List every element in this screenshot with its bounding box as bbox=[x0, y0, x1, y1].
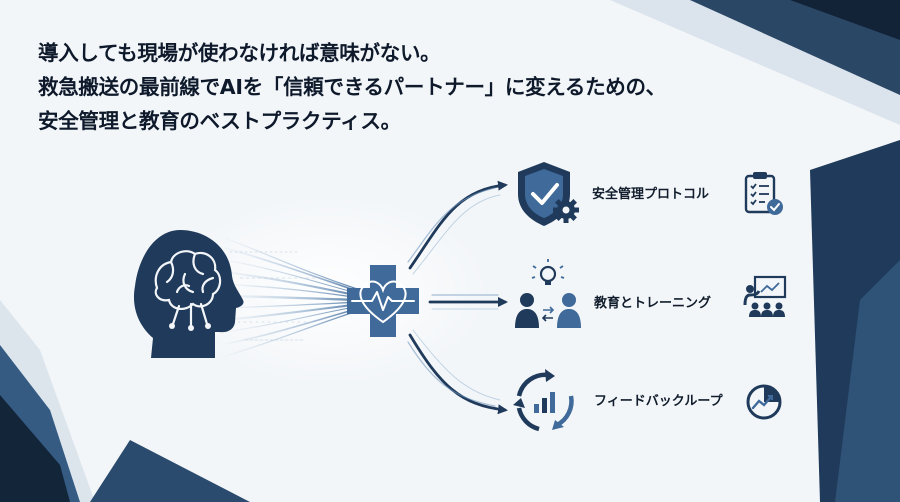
lightbulb-icon bbox=[531, 259, 565, 285]
label-education-training: 教育とトレーニング bbox=[594, 296, 712, 311]
medical-cross-heart-icon bbox=[347, 265, 419, 337]
label-feedback-loop: フィードバックループ bbox=[594, 394, 723, 409]
shield-check-gear-icon bbox=[518, 162, 579, 226]
data-stream bbox=[223, 237, 362, 357]
checklist-clipboard-icon bbox=[744, 172, 783, 215]
arrow-to-feedback bbox=[408, 333, 508, 415]
cycle-chart-icon bbox=[513, 369, 574, 432]
flow-arrows bbox=[407, 180, 508, 415]
headline-line-1: 導入しても現場が使わなければ意味がない。 bbox=[38, 41, 441, 65]
bg-shape-bottom-left-accent bbox=[90, 440, 250, 502]
pie-trend-icon bbox=[746, 384, 782, 420]
brain-head-icon bbox=[133, 230, 244, 358]
bg-shape-top-right-darkest bbox=[790, 0, 900, 40]
bg-shape-right-band-light bbox=[835, 260, 900, 502]
headline-line-2: 救急搬送の最前線でAIを「信頼できるパートナー」に変えるための、 bbox=[38, 75, 666, 99]
arrow-to-safety bbox=[408, 180, 508, 270]
label-safety-protocol: 安全管理プロトコル bbox=[592, 187, 710, 202]
bg-shape-bottom-left-dark bbox=[0, 395, 70, 502]
bg-shape-top-right-dark bbox=[690, 0, 900, 95]
headline-line-3: 安全管理と教育のベストプラクティス。 bbox=[38, 109, 401, 133]
people-idea-icon bbox=[515, 259, 581, 328]
headline: 導入しても現場が使わなければ意味がない。 救急搬送の最前線でAIを「信頼できるパ… bbox=[38, 36, 666, 138]
presentation-class-icon bbox=[743, 275, 787, 317]
